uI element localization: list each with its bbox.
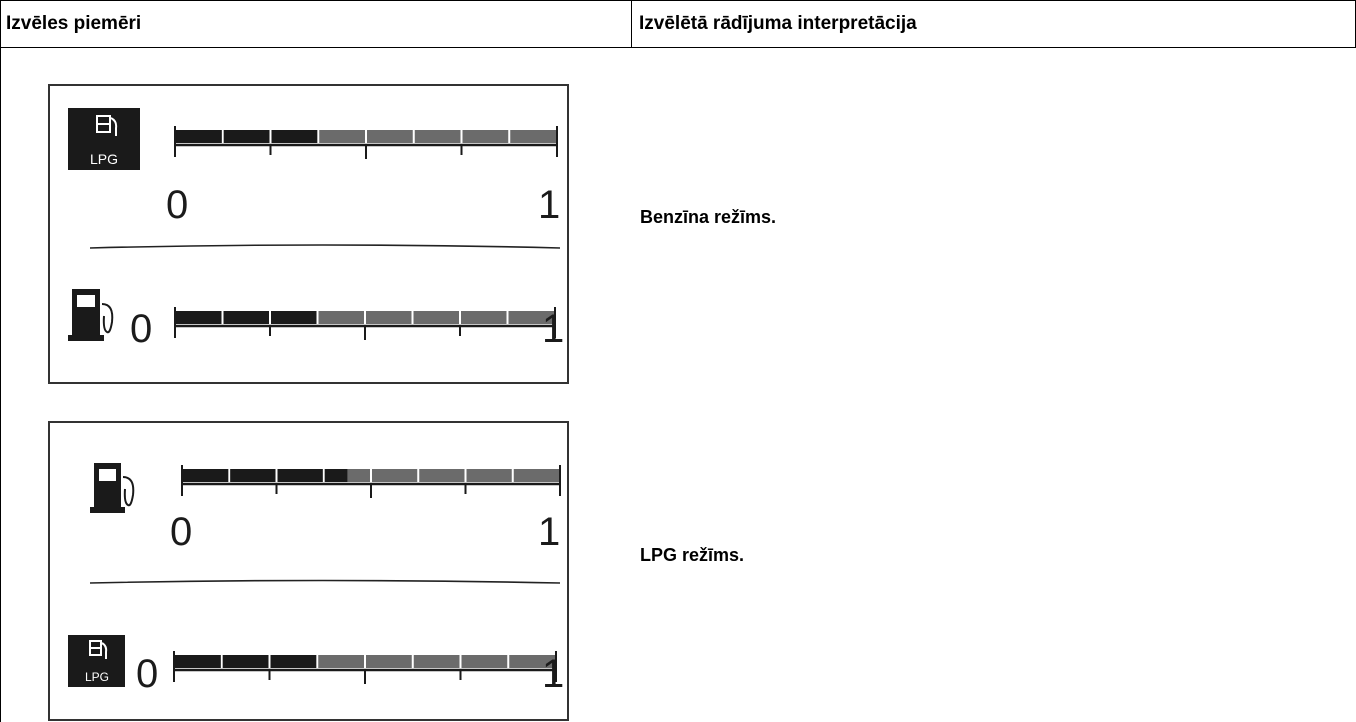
interpretation-petrol: Benzīna režīms. — [640, 207, 777, 227]
gauge-min-label: 0 — [136, 652, 158, 696]
gauge-max-label: 1 — [542, 307, 564, 351]
gauge-segment — [366, 311, 412, 324]
display-panel-petrol: LPG 0 1 0 1 — [48, 84, 569, 384]
lpg-icon-label: LPG — [85, 670, 109, 684]
gauge-max-label: 1 — [542, 652, 564, 696]
gauge-bottom-lpg — [173, 651, 557, 684]
gauge-segment — [466, 469, 512, 482]
fuel-pump-icon — [90, 463, 135, 513]
gauge-segment — [367, 130, 413, 143]
lpg-icon: LPG — [68, 635, 125, 687]
gauge-segment — [509, 655, 555, 668]
gauge-segment-filled — [270, 655, 317, 668]
gauge-segment-filled — [230, 469, 276, 482]
gauge-segment-filled — [271, 311, 317, 324]
gauge-segment — [319, 130, 365, 143]
gauge-segment — [372, 469, 418, 482]
interpretation-lpg: LPG režīms. — [640, 545, 745, 565]
gauge-segment — [318, 311, 364, 324]
gauge-segment — [419, 469, 465, 482]
column-divider — [631, 0, 632, 47]
gauge-segment — [508, 311, 554, 324]
header-interpretation: Izvēlētā rādījuma interpretācija — [639, 12, 917, 34]
gauge-segment — [461, 311, 507, 324]
gauge-segment-filled — [271, 130, 318, 143]
gauge-top-lpg — [181, 465, 561, 498]
gauge-segment — [414, 130, 461, 143]
display-panel-lpg: 0 1 LPG 0 1 — [48, 421, 569, 721]
gauge-segment — [413, 655, 460, 668]
panel-divider — [89, 244, 561, 249]
panel-divider — [89, 579, 561, 584]
gauge-segment-filled — [175, 655, 221, 668]
gauge-segment-filled — [324, 469, 348, 482]
gauge-bottom-petrol — [174, 307, 556, 340]
gauge-segment — [510, 130, 556, 143]
table-left-border — [0, 0, 1, 722]
gauge-segment-filled — [223, 311, 269, 324]
gauge-max-label: 1 — [538, 510, 560, 554]
gauge-segment — [413, 311, 459, 324]
gauge-segment-filled — [176, 311, 222, 324]
gauge-segment-filled — [222, 655, 269, 668]
gauge-min-label: 0 — [166, 183, 188, 227]
lpg-icon: LPG — [68, 108, 140, 170]
gauge-min-label: 0 — [170, 510, 192, 554]
gauge-min-label: 0 — [130, 307, 152, 351]
header-examples: Izvēles piemēri — [6, 12, 142, 34]
gauge-segment-filled — [277, 469, 323, 482]
gauge-segment-filled — [183, 469, 229, 482]
gauge-segment — [461, 655, 508, 668]
gauge-segment — [366, 655, 412, 668]
gauge-top-petrol — [174, 126, 558, 159]
gauge-segment — [318, 655, 364, 668]
gauge-segment-filled — [223, 130, 270, 143]
gauge-segment-filled — [176, 130, 222, 143]
lpg-icon-label: LPG — [90, 151, 118, 167]
gauge-segment — [462, 130, 509, 143]
header-bottom-border — [0, 47, 1356, 48]
fuel-pump-icon — [68, 289, 114, 341]
gauge-max-label: 1 — [538, 183, 560, 227]
table-top-border — [0, 0, 1356, 1]
gauge-segment — [513, 469, 559, 482]
